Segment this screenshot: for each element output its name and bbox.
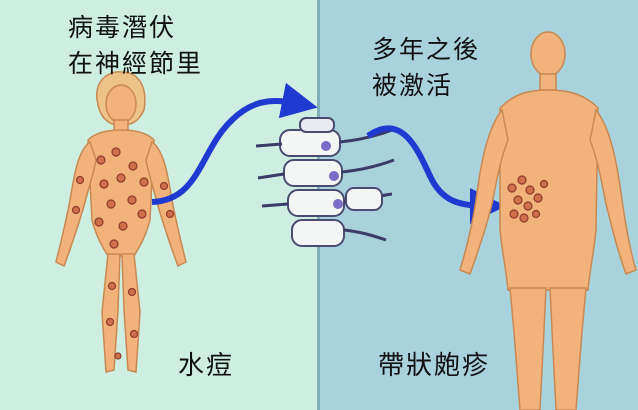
chickenpox-rash: [71, 147, 175, 360]
arrow-icon: [151, 82, 318, 205]
caption-activated-line2: 被激活: [372, 71, 454, 100]
caption-shingles: 帶狀皰疹: [378, 351, 491, 381]
man-figure: [459, 31, 637, 410]
caption-chickenpox: 水痘: [178, 351, 235, 381]
caption-latent-line1: 病毒潛伏: [68, 13, 177, 42]
woman-figure: [55, 71, 187, 373]
arrow-icon: [366, 125, 506, 224]
caption-activated-line1: 多年之後: [372, 35, 481, 64]
shingles-rash: [507, 175, 549, 223]
caption-latent-line2: 在神經節里: [68, 49, 204, 78]
spine-ganglion-icon: [255, 117, 395, 247]
